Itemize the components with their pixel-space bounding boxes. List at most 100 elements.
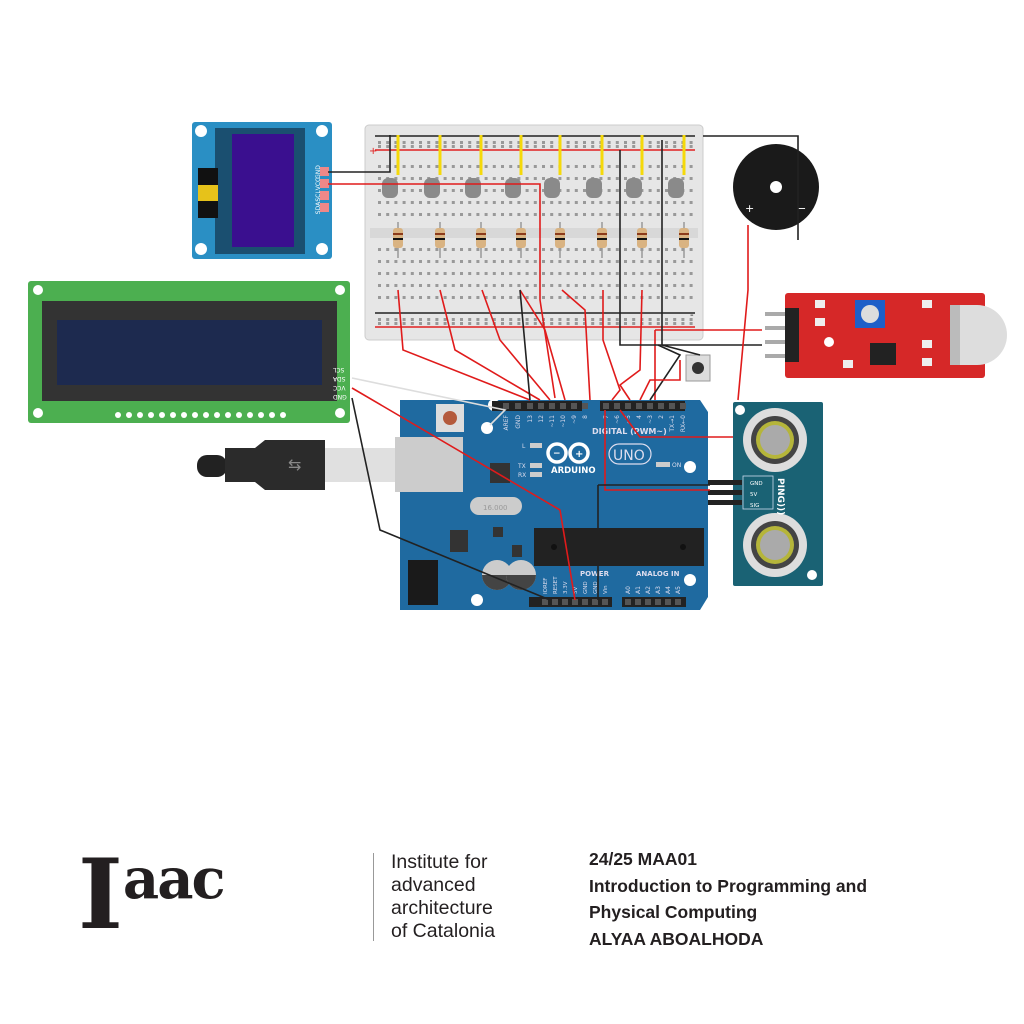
analog-pin-label: A2: [645, 586, 652, 594]
led-tx-label: TX: [517, 463, 526, 470]
crystal-label: 16.000: [483, 504, 508, 512]
digital-pin[interactable]: [515, 403, 521, 409]
digital-pin[interactable]: [658, 403, 664, 409]
oled-pin-label: SDA: [315, 201, 322, 214]
power-pin-label: GND: [583, 581, 589, 594]
digital-pin[interactable]: [538, 403, 544, 409]
rail-minus-label: -: [690, 310, 694, 321]
power-pin[interactable]: [582, 599, 588, 605]
resistor[interactable]: [637, 222, 647, 258]
led[interactable]: [465, 135, 483, 198]
analog-pin[interactable]: [635, 599, 641, 605]
led[interactable]: [382, 135, 400, 198]
pushbutton[interactable]: [685, 354, 711, 382]
resistor[interactable]: [516, 222, 526, 258]
digital-pin[interactable]: [636, 403, 642, 409]
course-info: 24/25 MAA01 Introduction to Programming …: [589, 846, 867, 952]
led[interactable]: [626, 135, 644, 198]
digital-pin[interactable]: [680, 403, 686, 409]
ping-label: PING))): [775, 478, 785, 515]
resistor[interactable]: [435, 222, 445, 258]
digital-pin[interactable]: [549, 403, 555, 409]
digital-pin-label: ~9: [571, 415, 578, 424]
power-label: POWER: [580, 570, 610, 578]
oled-pin[interactable]: [320, 203, 329, 212]
svg-text:−: −: [553, 449, 561, 459]
digital-pin[interactable]: [527, 403, 533, 409]
digital-pin[interactable]: [625, 403, 631, 409]
power-pin[interactable]: [562, 599, 568, 605]
digital-label: DIGITAL (PWM~): [592, 427, 667, 436]
led[interactable]: [544, 135, 562, 198]
resistor[interactable]: [393, 222, 403, 258]
digital-pin-label: GND: [515, 415, 522, 429]
analog-pin[interactable]: [625, 599, 631, 605]
power-pin[interactable]: [592, 599, 598, 605]
digital-pin-label: 12: [538, 415, 545, 423]
institute-name: Institute for advanced architecture of C…: [391, 851, 495, 943]
resistor[interactable]: [555, 222, 565, 258]
led[interactable]: [668, 135, 686, 198]
digital-pin[interactable]: [669, 403, 675, 409]
piezo-buzzer[interactable]: + −: [733, 144, 819, 230]
sound-sensor[interactable]: [765, 293, 1007, 378]
resistor[interactable]: [476, 222, 486, 258]
analog-pin[interactable]: [655, 599, 661, 605]
analog-pin[interactable]: [645, 599, 651, 605]
led[interactable]: [586, 135, 604, 198]
power-pin[interactable]: [602, 599, 608, 605]
digital-pin-label: ~10: [560, 415, 567, 428]
digital-pin[interactable]: [560, 403, 566, 409]
digital-pin-label: RX←0: [680, 415, 687, 432]
ping-pin-5v: 5V: [750, 492, 757, 498]
resistor[interactable]: [597, 222, 607, 258]
logo-main: I: [78, 838, 123, 951]
digital-pin-label: AREF: [503, 414, 510, 430]
course-code: 24/25 MAA01: [589, 849, 697, 869]
digital-pin[interactable]: [582, 403, 588, 409]
digital-pin[interactable]: [571, 403, 577, 409]
svg-text:−: −: [797, 202, 806, 215]
oled-pin[interactable]: [320, 191, 329, 200]
svg-text:+: +: [745, 202, 754, 215]
power-pin[interactable]: [542, 599, 548, 605]
led-l-label: L: [522, 443, 526, 450]
oled-pin-label: SCL: [315, 190, 322, 202]
digital-pin-label: 7: [603, 415, 610, 419]
digital-pin-label: TX→1: [669, 415, 676, 433]
analog-pin[interactable]: [665, 599, 671, 605]
digital-pin[interactable]: [647, 403, 653, 409]
brand-label: ARDUINO: [551, 466, 596, 476]
institute-line: advanced: [391, 874, 476, 896]
course-title-cont: Physical Computing: [589, 902, 758, 922]
author-name: ALYAA ABOALHODA: [589, 928, 764, 949]
led-rx-label: RX: [518, 472, 526, 479]
digital-pin[interactable]: [614, 403, 620, 409]
institute-line: of Catalonia: [391, 920, 496, 942]
power-pin[interactable]: [552, 599, 558, 605]
lcd-pin-label: SDA: [332, 375, 345, 382]
resistor[interactable]: [679, 222, 689, 258]
arduino-logo: − +: [546, 442, 590, 464]
digital-pin-label: 13: [527, 415, 534, 423]
iaac-logo: Iaac: [78, 846, 226, 943]
oled-pin-label: GND: [315, 165, 322, 179]
digital-pin-label: 2: [658, 415, 665, 419]
model-label: UNO: [613, 448, 645, 464]
digital-pin[interactable]: [503, 403, 509, 409]
power-pin-label: GND: [593, 581, 599, 594]
digital-pin[interactable]: [603, 403, 609, 409]
power-pin[interactable]: [572, 599, 578, 605]
analog-pin-label: A1: [635, 586, 642, 594]
ping-ultrasonic-sensor[interactable]: GND 5V SIG PING))): [708, 402, 823, 586]
analog-pin[interactable]: [675, 599, 681, 605]
oled-pin[interactable]: [320, 179, 329, 188]
led[interactable]: [424, 135, 442, 198]
ping-pin-gnd: GND: [750, 481, 763, 487]
oled-pin[interactable]: [320, 167, 329, 176]
led[interactable]: [505, 135, 523, 198]
